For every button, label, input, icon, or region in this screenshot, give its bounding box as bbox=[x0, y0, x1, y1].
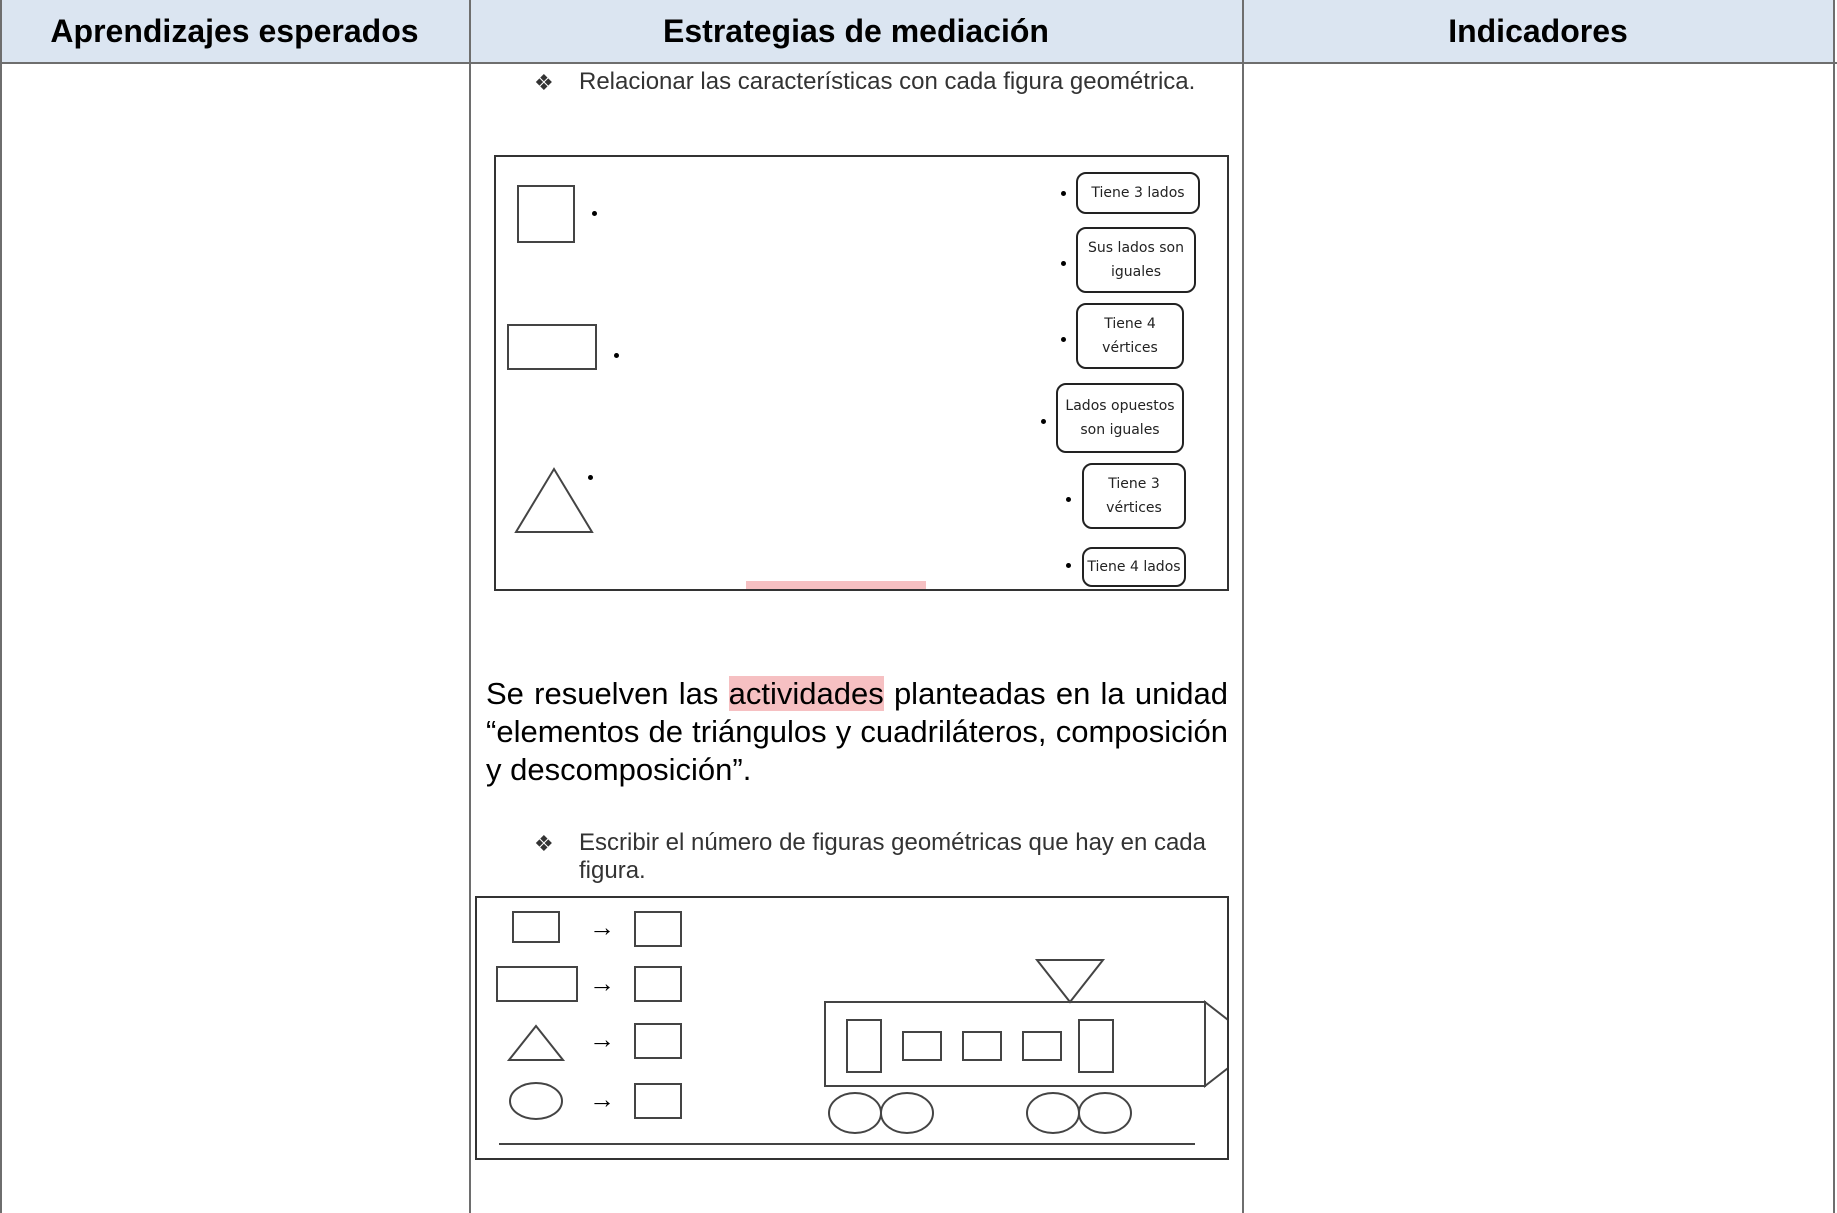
bullet-relacionar: Relacionar las características con cada … bbox=[579, 68, 1196, 95]
cell-estrategias: ❖ Relacionar las características con cad… bbox=[472, 64, 1241, 1213]
label-dot-3 bbox=[1061, 337, 1066, 342]
label-tiene-4-vertices: Tiene 4 vértices bbox=[1076, 303, 1184, 369]
counting-exercise-image: → → → → bbox=[475, 896, 1229, 1160]
rectangle-dot bbox=[614, 353, 619, 358]
train-window-4 bbox=[1022, 1031, 1062, 1061]
activities-paragraph: Se resuelven las actividades planteadas … bbox=[486, 675, 1228, 789]
header-aprendizajes-label: Aprendizajes esperados bbox=[50, 12, 419, 49]
bullet-icon: ❖ bbox=[534, 70, 554, 95]
header-indicadores: Indicadores bbox=[1243, 0, 1834, 62]
label-tiene-4-lados: Tiene 4 lados bbox=[1082, 547, 1186, 587]
train-window-2 bbox=[902, 1031, 942, 1061]
answer-box-4 bbox=[634, 1083, 682, 1119]
legend-rectangle bbox=[496, 966, 578, 1002]
label-sus-lados-iguales: Sus lados son iguales bbox=[1076, 227, 1196, 293]
arrow-icon-1: → bbox=[589, 912, 615, 942]
legend-square bbox=[512, 911, 560, 943]
square-dot bbox=[592, 211, 597, 216]
cell-indicadores bbox=[1245, 64, 1831, 1213]
label-lados-opuestos: Lados opuestos son iguales bbox=[1056, 383, 1184, 453]
label-dot-6 bbox=[1066, 563, 1071, 568]
arrow-icon-3: → bbox=[589, 1024, 615, 1054]
legend-triangle bbox=[506, 1024, 566, 1061]
highlighted-word: actividades bbox=[728, 676, 884, 711]
arrow-icon-4: → bbox=[589, 1084, 615, 1114]
answer-box-2 bbox=[634, 966, 682, 1002]
label-tiene-3-vertices: Tiene 3 vértices bbox=[1082, 463, 1186, 529]
panel-stain bbox=[746, 581, 926, 589]
table-right-border bbox=[1833, 0, 1835, 1213]
label-tiene-3-lados: Tiene 3 lados bbox=[1076, 172, 1200, 214]
train-window-1 bbox=[846, 1019, 882, 1073]
train-nose bbox=[1204, 999, 1227, 1089]
answer-box-3 bbox=[634, 1023, 682, 1059]
train-wheel-4 bbox=[1078, 1092, 1132, 1134]
paragraph-start: Se resuelven las bbox=[486, 676, 729, 711]
column-divider-2 bbox=[1242, 0, 1244, 1213]
triangle-shape bbox=[514, 467, 594, 533]
header-estrategias-label: Estrategias de mediación bbox=[663, 12, 1049, 49]
paragraph-end: planteadas en la unidad “elementos de tr… bbox=[486, 676, 1228, 787]
answer-box-1 bbox=[634, 911, 682, 947]
label-dot-2 bbox=[1061, 261, 1066, 266]
train-window-5 bbox=[1078, 1019, 1114, 1073]
train-wheel-3 bbox=[1026, 1092, 1080, 1134]
triangle-dot bbox=[588, 475, 593, 480]
header-bottom-border bbox=[0, 62, 1837, 64]
train-wheel-2 bbox=[880, 1092, 934, 1134]
train-chimney bbox=[1034, 959, 1106, 1004]
header-aprendizajes: Aprendizajes esperados bbox=[0, 0, 470, 62]
matching-exercise-image: Tiene 3 lados Sus lados son iguales Tien… bbox=[494, 155, 1229, 591]
label-dot-1 bbox=[1061, 191, 1066, 196]
label-dot-4 bbox=[1041, 419, 1046, 424]
bullet-escribir: Escribir el número de figuras geométrica… bbox=[579, 829, 1206, 884]
train-drawing bbox=[496, 911, 1227, 1145]
bullet-icon-2: ❖ bbox=[534, 831, 554, 856]
cell-aprendizajes bbox=[2, 64, 468, 1213]
rectangle-shape bbox=[507, 324, 597, 370]
table-left-border bbox=[0, 0, 2, 1213]
label-dot-5 bbox=[1066, 497, 1071, 502]
column-divider-1 bbox=[469, 0, 471, 1213]
train-wheel-1 bbox=[828, 1092, 882, 1134]
square-shape bbox=[517, 185, 575, 243]
header-estrategias: Estrategias de mediación bbox=[470, 0, 1243, 62]
legend-circle bbox=[509, 1082, 563, 1120]
train-window-3 bbox=[962, 1031, 1002, 1061]
header-indicadores-label: Indicadores bbox=[1448, 12, 1628, 49]
arrow-icon-2: → bbox=[589, 968, 615, 998]
shapes-drawing bbox=[507, 185, 926, 589]
